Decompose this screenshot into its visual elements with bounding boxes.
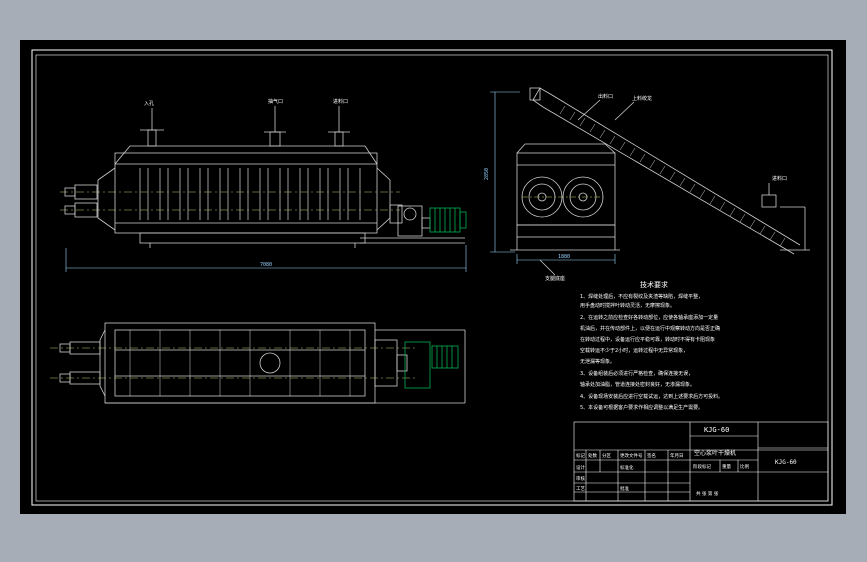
tech-req-line-1: 1、焊缝处理后，不应有裂纹及夹渣等缺陷，焊缝平整， bbox=[580, 293, 703, 300]
conveyor-hatch bbox=[559, 105, 786, 247]
title-approver: 批准 bbox=[620, 485, 629, 492]
label-outlet-front: 进料口 bbox=[333, 98, 348, 105]
tech-req-line-2: 用手盘动时搅拌叶转动灵活，无摩擦现象。 bbox=[580, 302, 675, 309]
title-designer: 设计 bbox=[576, 464, 585, 471]
top-gears bbox=[129, 330, 351, 396]
sheet-border-outer bbox=[31, 49, 833, 506]
col-weight: 重量 bbox=[722, 463, 731, 470]
outlet-nozzle bbox=[334, 131, 344, 147]
label-screw-inlet: 进料口 bbox=[772, 175, 787, 182]
sheet-border-inner bbox=[35, 54, 829, 502]
tech-req-title: 技术要求 bbox=[640, 280, 668, 289]
title-drawing-no: KJG-60 bbox=[775, 459, 797, 466]
title-header-row: 标记 处数 分区 更改文件号 签名 年月日 bbox=[576, 452, 684, 459]
dryer-shell bbox=[114, 152, 378, 234]
screw-conveyor bbox=[529, 87, 801, 255]
hdr-count: 处数 bbox=[588, 452, 597, 459]
cad-drawing[interactable]: 7080 入孔 抽气口 进料口 bbox=[20, 40, 846, 514]
hdr-date: 年月日 bbox=[670, 452, 684, 459]
label-conveyor: 上料绞龙 bbox=[632, 95, 652, 102]
inlet-nozzle bbox=[147, 129, 157, 147]
motor-front bbox=[429, 207, 467, 233]
top-shell bbox=[104, 322, 376, 404]
vent-nozzle bbox=[269, 131, 281, 147]
drawing-viewport[interactable]: 7080 入孔 抽气口 进料口 bbox=[20, 40, 846, 514]
top-view bbox=[59, 322, 466, 404]
tech-req-line-10: 4、设备现场安装后应进行空载试运，达到上述要求后方可投料。 bbox=[580, 393, 723, 400]
label-vent: 抽气口 bbox=[268, 98, 283, 105]
front-view bbox=[60, 106, 465, 248]
hdr-sign: 签名 bbox=[647, 452, 656, 459]
tech-req-line-9: 轴承处加油脂，管道连接处密封良好，无渗漏现象。 bbox=[580, 381, 695, 388]
title-standardizer: 标准化 bbox=[620, 464, 634, 471]
col-stage: 阶段标记 bbox=[693, 463, 711, 470]
tech-req-line-8: 3、设备组装后必须进行严格检查，确保连接无误， bbox=[580, 370, 693, 377]
tech-req-line-5: 在转动过程中，设备运行应平稳可靠，转动时不得有卡阻现象 bbox=[580, 336, 715, 343]
title-block bbox=[573, 421, 829, 502]
title-model: KJG-60 bbox=[704, 426, 729, 434]
tech-req-line-6: 空载转运不少于2小时，运转过程中无异常现象， bbox=[580, 347, 688, 354]
base-frame bbox=[139, 232, 366, 244]
side-width-dim: 1880 bbox=[558, 254, 570, 260]
paddle-array bbox=[139, 168, 361, 220]
hdr-zone: 分区 bbox=[602, 452, 611, 459]
side-view bbox=[510, 87, 810, 276]
label-base: 支腿底座 bbox=[545, 275, 565, 282]
col-scale: 比例 bbox=[740, 463, 749, 470]
motor-top bbox=[404, 341, 459, 389]
title-sheet: 共 张 第 张 bbox=[696, 490, 719, 497]
tech-req-line-7: 无泄漏等现象。 bbox=[580, 358, 615, 365]
label-discharge: 出料口 bbox=[598, 93, 613, 100]
tech-req-line-4: 机油后，并在传动部件上，以便在运行中观察转动方向是否正确 bbox=[580, 325, 720, 332]
hdr-change: 更改文件号 bbox=[620, 452, 643, 459]
tech-req-lines: 1、焊缝处理后，不应有裂纹及夹渣等缺陷，焊缝平整， 用手盘动时搅拌叶转动灵活，无… bbox=[580, 293, 723, 411]
front-dimension bbox=[65, 245, 467, 272]
hdr-mark: 标记 bbox=[576, 452, 585, 459]
label-inlet: 入孔 bbox=[144, 100, 154, 107]
title-name: 空心浆叶干燥机 bbox=[694, 449, 736, 457]
title-process: 工艺 bbox=[576, 486, 585, 492]
front-length-dim: 7080 bbox=[260, 262, 272, 268]
tech-req-line-11: 5、本设备可根据客户要求作相应调整以满足生产需要。 bbox=[580, 404, 703, 411]
side-dimension bbox=[490, 91, 616, 264]
tech-req-line-3: 2、在运转之前应检查好各转动部位，应使各轴承座添加一定量 bbox=[580, 314, 718, 321]
title-reviewer: 审核 bbox=[576, 475, 585, 482]
side-height-dim: 2850 bbox=[484, 168, 490, 180]
